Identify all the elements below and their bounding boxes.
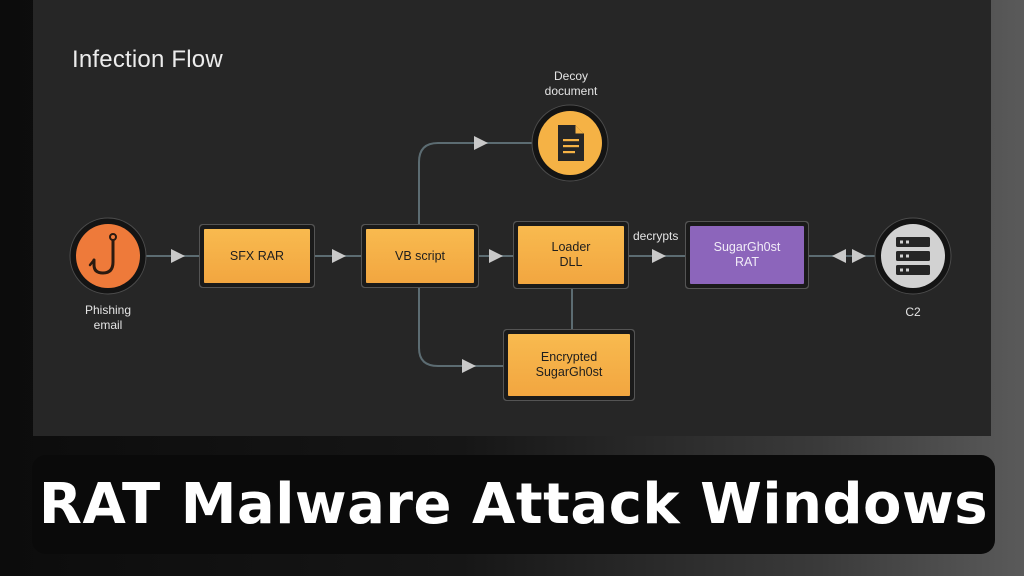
arrowhead-vb-loader xyxy=(489,249,503,263)
fishhook-icon xyxy=(88,233,117,275)
server-icon xyxy=(896,237,930,275)
banner-title: RAT Malware Attack Windows xyxy=(38,472,989,537)
phishing-node-circle xyxy=(69,217,147,295)
node-encrypted-sugargh0st: Encrypted SugarGh0st xyxy=(508,334,630,396)
node-loader-dll: Loader DLL xyxy=(518,226,624,284)
edge-vb-to-decoy xyxy=(418,142,533,228)
edge-label-decrypts: decrypts xyxy=(633,229,679,243)
title-banner: RAT Malware Attack Windows xyxy=(32,455,995,554)
label-c2: C2 xyxy=(905,305,921,319)
arrows-layer xyxy=(171,136,866,373)
node-sfx-rar: SFX RAR xyxy=(204,229,310,283)
arrowhead-loader-rat xyxy=(652,249,666,263)
node-sugargh0st-rat: SugarGh0st RAT xyxy=(690,226,804,284)
label-decoy-document: Decoy document xyxy=(544,69,598,98)
decoy-node-circle xyxy=(531,104,609,182)
arrowhead-phishing-sfx xyxy=(171,249,185,263)
label-phishing-email: Phishing email xyxy=(84,303,132,332)
flow-diagram xyxy=(69,104,952,373)
diagram-title: Infection Flow xyxy=(72,46,223,73)
node-vb-script: VB script xyxy=(366,229,474,283)
document-icon xyxy=(558,125,584,161)
arrowhead-rat-c2-right xyxy=(852,249,866,263)
arrowhead-vb-encrypted xyxy=(462,359,476,373)
c2-node-circle xyxy=(874,217,952,295)
arrowhead-rat-c2-left xyxy=(832,249,846,263)
arrowhead-sfx-vb xyxy=(332,249,346,263)
arrowhead-vb-decoy xyxy=(474,136,488,150)
edge-vb-to-encrypted xyxy=(418,284,508,367)
